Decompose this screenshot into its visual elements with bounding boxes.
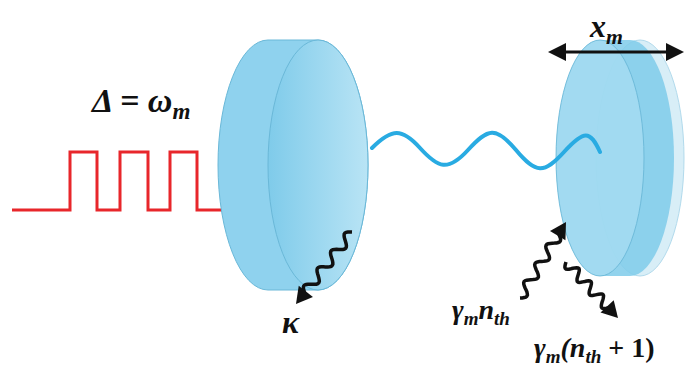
detuning-label: Δ = ωm — [92, 84, 190, 124]
math-label: γ — [534, 332, 546, 363]
arrow-head — [601, 300, 618, 318]
arrow-head — [550, 222, 566, 240]
decay-squiggle — [303, 232, 352, 293]
math-label: (n — [560, 332, 585, 363]
decay-squiggle — [565, 262, 609, 309]
arrow-head — [296, 286, 313, 304]
math-label: m — [546, 346, 561, 367]
math-label: th — [494, 308, 510, 329]
math-label: x — [590, 8, 606, 44]
decay-squiggle — [520, 234, 561, 298]
thermal-in-label: γmnth — [452, 296, 510, 328]
math-label: γ — [452, 294, 464, 325]
math-label: n — [478, 294, 494, 325]
math-label: th — [585, 346, 601, 367]
pulse-train — [12, 152, 240, 210]
right-mirror — [556, 40, 684, 276]
math-label: κ — [282, 304, 299, 340]
thermal-out-label: γm(nth + 1) — [534, 334, 655, 366]
displacement-label: xm — [590, 10, 623, 49]
math-label: m — [606, 25, 623, 49]
math-label: m — [464, 308, 479, 329]
cavity-decay-label: κ — [282, 306, 299, 338]
math-label: + 1) — [601, 332, 654, 363]
math-label: m — [172, 98, 190, 124]
cavity-field — [372, 133, 600, 169]
left-mirror — [218, 40, 368, 290]
math-label: Δ = ω — [92, 82, 172, 119]
